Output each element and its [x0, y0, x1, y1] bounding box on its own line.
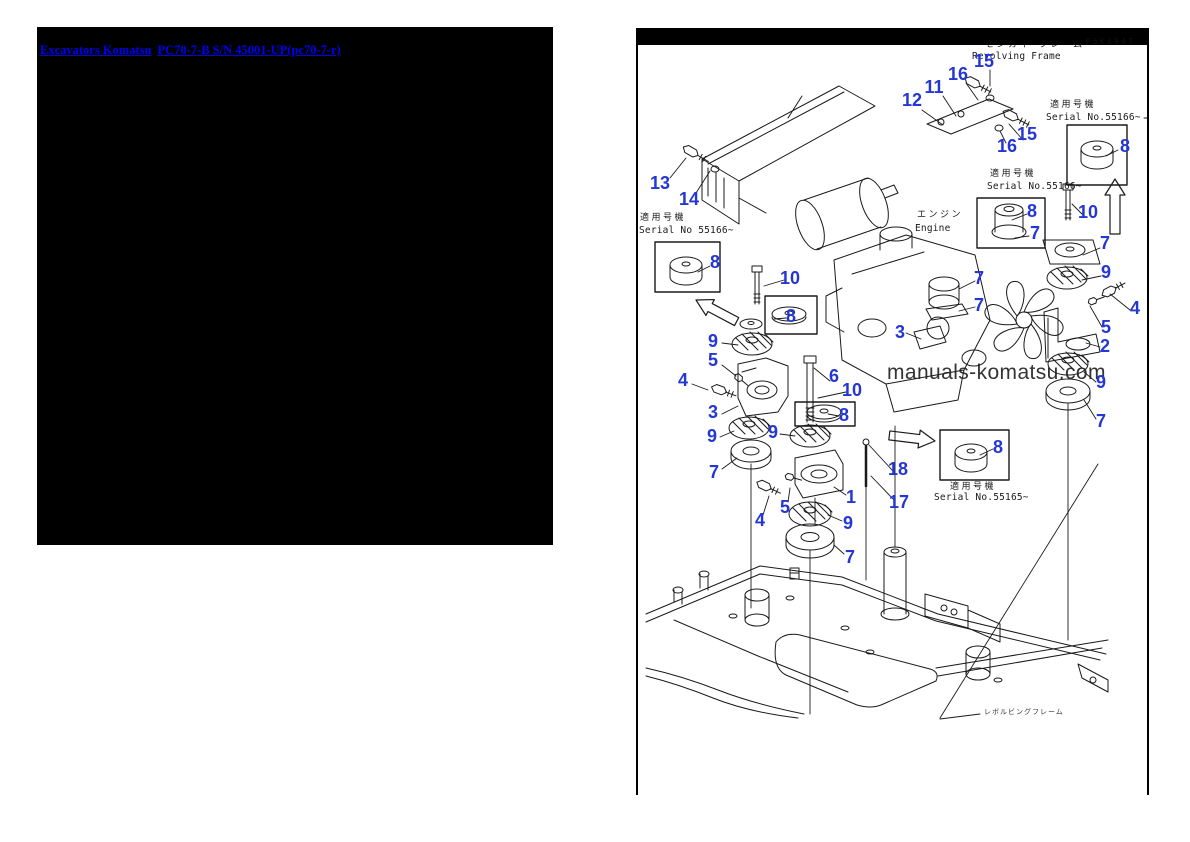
serial-bottom-jp: 適用号機	[950, 482, 997, 492]
part-callout-4-39[interactable]: 4	[754, 510, 766, 530]
bracket-1	[794, 449, 844, 499]
part-callout-9-34[interactable]: 9	[767, 422, 779, 442]
leader-lines	[669, 69, 1147, 720]
vertical-bolts	[751, 183, 1074, 423]
page-top-black-bar	[638, 28, 1147, 45]
northwest-arrow	[695, 298, 740, 327]
part-callout-5-38[interactable]: 5	[779, 497, 791, 517]
serial-topright-jp: 適用号機	[1050, 100, 1097, 110]
page-title-japanese: センカイ フレーム	[985, 40, 1085, 50]
part-callout-8-8[interactable]: 8	[1119, 136, 1131, 156]
part-callout-8-9[interactable]: 8	[1026, 201, 1038, 221]
left-black-panel: Excavators Komatsu PC70-7-B S/N 45001-UP(…	[37, 27, 553, 545]
drawing-number: P5K4947	[1086, 37, 1136, 46]
frame-caption-japanese: レボルビングフレーム	[984, 708, 1064, 716]
breadcrumb-link-excavators-komatsu[interactable]: Excavators Komatsu	[40, 43, 152, 57]
engine-en: Engine	[915, 223, 951, 234]
part-callout-7-29[interactable]: 7	[973, 268, 985, 288]
bracket-3	[737, 357, 789, 417]
part-callout-10-11[interactable]: 10	[1077, 202, 1099, 222]
watermark-text: manuals-komatsu.com	[887, 361, 1106, 384]
engine-mount-stack	[925, 276, 969, 321]
part-callout-7-27[interactable]: 7	[708, 462, 720, 482]
part-callout-9-17[interactable]: 9	[1095, 372, 1107, 392]
part-callout-15-3[interactable]: 15	[973, 51, 995, 71]
part-callout-5-15[interactable]: 5	[1100, 317, 1112, 337]
bolt-13-14	[682, 145, 720, 173]
part-callout-17-36[interactable]: 17	[888, 492, 910, 512]
part-callout-7-12[interactable]: 7	[1099, 233, 1111, 253]
cup-washer-parts	[730, 378, 1091, 559]
part-callout-8-42[interactable]: 8	[992, 437, 1004, 457]
engine-jp: エンジン	[917, 210, 964, 220]
revolving-frame	[645, 546, 1109, 719]
part-callout-7-18[interactable]: 7	[1095, 411, 1107, 431]
part-callout-8-33[interactable]: 8	[838, 405, 850, 425]
part-callout-6-31[interactable]: 6	[828, 366, 840, 386]
muffler	[795, 177, 899, 251]
serial-topleft-en: Serial No 55166~	[639, 225, 734, 236]
page-title-english: Revolving Frame	[972, 51, 1061, 62]
part-callout-7-10[interactable]: 7	[1029, 223, 1041, 243]
part-callout-14-7[interactable]: 14	[678, 189, 700, 209]
top-bracket	[926, 76, 1030, 135]
part-callout-3-25[interactable]: 3	[707, 402, 719, 422]
breadcrumb-link-model[interactable]: PC70-7-B S/N 45001-UP(pc70-7-r)	[157, 43, 341, 57]
part-callout-1-37[interactable]: 1	[845, 487, 857, 507]
part-callout-9-40[interactable]: 9	[842, 513, 854, 533]
serial-topright-en: Serial No.55166~	[1046, 112, 1141, 123]
part-callout-2-16[interactable]: 2	[1099, 336, 1111, 356]
part-callout-4-14[interactable]: 4	[1129, 298, 1141, 318]
breadcrumb: Excavators Komatsu PC70-7-B S/N 45001-UP(…	[40, 41, 347, 59]
serial-bottom-en: Serial No.55165~	[934, 492, 1029, 503]
support-plate	[1042, 239, 1101, 265]
angled-bolts	[711, 281, 1126, 495]
cushion-parts	[728, 265, 1090, 527]
part-callout-3-28[interactable]: 3	[894, 322, 906, 342]
part-callout-9-22[interactable]: 9	[707, 331, 719, 351]
part-callout-16-2[interactable]: 16	[947, 64, 969, 84]
pin-17-18	[862, 438, 870, 488]
engine-fan	[984, 280, 1064, 360]
part-callout-10-32[interactable]: 10	[841, 380, 863, 400]
part-callout-8-19[interactable]: 8	[709, 252, 721, 272]
part-callout-10-20[interactable]: 10	[779, 268, 801, 288]
part-callout-11-1[interactable]: 11	[924, 77, 944, 97]
hood-plate	[701, 85, 876, 225]
part-callout-7-41[interactable]: 7	[844, 547, 856, 567]
up-arrow	[1104, 178, 1126, 235]
part-callout-15-4[interactable]: 15	[1016, 124, 1038, 144]
part-callout-18-35[interactable]: 18	[887, 459, 909, 479]
direction-arrows	[695, 178, 1126, 449]
part-callout-9-26[interactable]: 9	[706, 426, 718, 446]
part-callout-7-30[interactable]: 7	[973, 295, 985, 315]
part-callout-8-21[interactable]: 8	[785, 306, 797, 326]
part-callout-5-23[interactable]: 5	[707, 350, 719, 370]
part-callout-12-0[interactable]: 12	[901, 90, 923, 110]
part-callout-9-13[interactable]: 9	[1100, 262, 1112, 282]
serial-topleft-jp: 適用号機	[640, 213, 687, 223]
serial-mid-jp: 適用号機	[990, 169, 1037, 179]
part-callout-16-5[interactable]: 16	[996, 136, 1018, 156]
part-callout-4-24[interactable]: 4	[677, 370, 689, 390]
part-callout-13-6[interactable]: 13	[649, 173, 671, 193]
parts-diagram-drawing	[645, 69, 1147, 720]
serial-mid-en: Serial No.55166~	[987, 181, 1082, 192]
engine	[825, 226, 991, 413]
right-arrow	[888, 429, 936, 449]
parts-diagram-page: センカイ フレーム P5K4947 Revolving Frame manual…	[636, 28, 1149, 795]
serial-boxes	[654, 124, 1128, 481]
